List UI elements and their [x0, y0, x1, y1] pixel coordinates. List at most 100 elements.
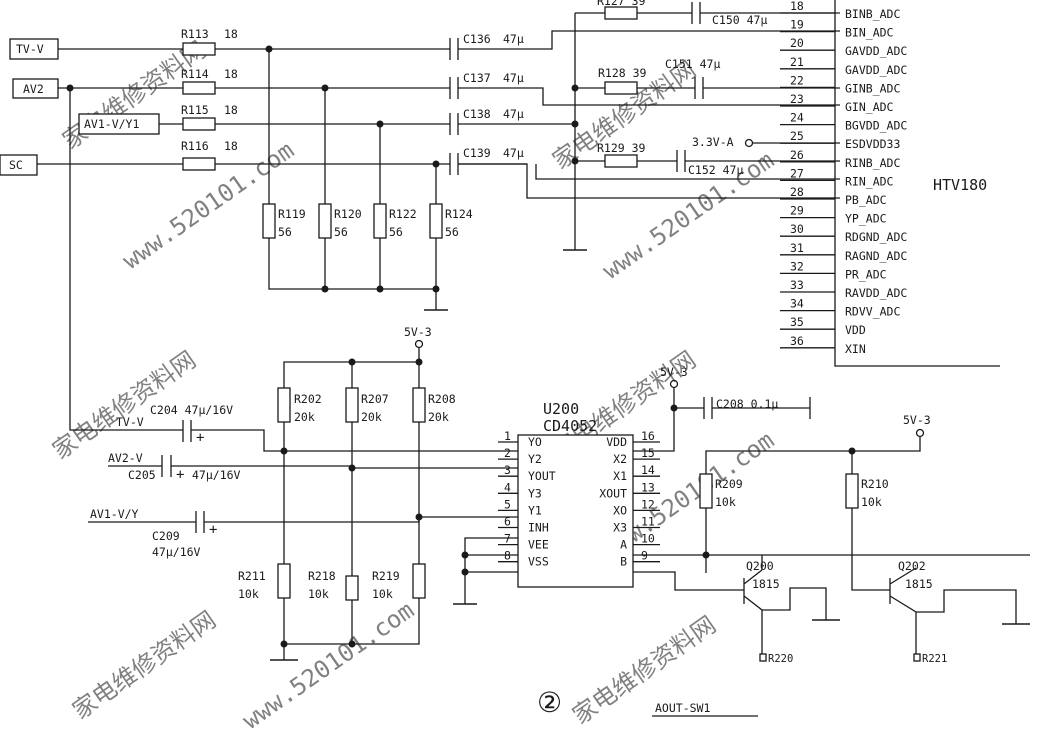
- svg-text:+: +: [209, 522, 217, 538]
- input-sc: SC: [9, 158, 23, 172]
- u200-pin-number: 15: [641, 446, 655, 460]
- input-connectors: TV-V AV2 AV1-V/Y1 SC: [0, 38, 160, 176]
- c137-value: 47μ: [503, 71, 524, 85]
- c137-label: C137: [463, 71, 491, 85]
- page-marker: ②: [537, 686, 562, 719]
- c138-label: C138: [463, 107, 491, 121]
- htv180-pin-number: 18: [790, 0, 804, 13]
- c205-value: 47μ/16V: [192, 468, 241, 482]
- htv180-pin-name: RINB_ADC: [845, 156, 900, 170]
- r114-label: R114: [181, 67, 209, 81]
- u200-pin-number: 4: [504, 480, 511, 494]
- input-av1-v-y1: AV1-V/Y1: [84, 117, 139, 131]
- c152-label: C152 47μ: [688, 163, 743, 177]
- r120-label: R120: [334, 207, 362, 221]
- c136-value: 47μ: [503, 32, 524, 46]
- c136-label: C136: [463, 32, 491, 46]
- r120-value: 56: [334, 225, 348, 239]
- u200-part: CD4052: [543, 417, 597, 435]
- r124-label: R124: [445, 207, 473, 221]
- htv180-pin-name: PB_ADC: [845, 193, 887, 207]
- u200-pin-name: VSS: [528, 555, 549, 569]
- u200-pin-number: 16: [641, 429, 655, 443]
- htv180-pin-name: GIN_ADC: [845, 100, 894, 114]
- u200-pin-number: 13: [641, 480, 655, 494]
- c151-label: C151 47μ: [665, 57, 720, 71]
- av2-down-wire: [69, 88, 178, 431]
- htv180-pin-number: 30: [790, 222, 804, 236]
- r119-label: R119: [278, 207, 306, 221]
- r114-value: 18: [224, 67, 238, 81]
- q202-ref: Q202: [898, 559, 926, 573]
- htv180-pin-name: BINB_ADC: [845, 7, 900, 21]
- u200-pin-name: X2: [613, 452, 627, 466]
- lower-input-caps: + C204 47μ/16V TV-V + AV2-V C205 47μ/16V…: [88, 403, 518, 559]
- r218-value: 10k: [308, 587, 329, 601]
- u200-pin-name: YO: [528, 435, 542, 449]
- aout-sw1-label: AOUT-SW1: [655, 701, 710, 715]
- input-tv-v: TV-V: [16, 42, 44, 56]
- u200-pin-name: YOUT: [528, 469, 556, 483]
- supply-3v3a: 3.3V-A: [692, 135, 734, 149]
- r219-value: 10k: [372, 587, 393, 601]
- watermark-cn: 家电维修资料网: [67, 606, 221, 725]
- u200-pin-name: VDD: [606, 435, 627, 449]
- u200-pin-number: 3: [504, 463, 511, 477]
- lower-av1-v-y: AV1-V/Y: [90, 507, 139, 521]
- r219-label: R219: [372, 569, 400, 583]
- htv180-pin-number: 21: [790, 55, 804, 69]
- pullup-network: 5V-3 R202 20k R207 20k R208 20k R211 10k…: [238, 325, 456, 661]
- u200-pin-name: INH: [528, 521, 549, 535]
- htv180-name: HTV180: [933, 176, 987, 194]
- r127-label: R127 39: [597, 0, 646, 8]
- u200-pin-name: X1: [613, 469, 627, 483]
- r209-label: R209: [715, 477, 743, 491]
- r210-value: 10k: [861, 495, 882, 509]
- r208-value: 20k: [428, 410, 449, 424]
- u200-pin-number: 5: [504, 497, 511, 511]
- htv180-pin-name: GINB_ADC: [845, 81, 900, 95]
- r122-value: 56: [389, 225, 403, 239]
- r128-label: R128 39: [598, 66, 647, 80]
- htv180-pin-number: 29: [790, 204, 804, 218]
- r208-label: R208: [428, 392, 456, 406]
- u200-pin-number: 12: [641, 497, 655, 511]
- htv180-pin-name: RAGND_ADC: [845, 249, 907, 263]
- r119-value: 56: [278, 225, 292, 239]
- r129-label: R129 39: [597, 141, 646, 155]
- supply-5v3-mid: 5V-3: [660, 365, 688, 379]
- htv180-pin-number: 36: [790, 334, 804, 348]
- u200-pin-name: XO: [613, 503, 627, 517]
- r210-label: R210: [861, 477, 889, 491]
- htv180-pin-number: 19: [790, 18, 804, 32]
- u200-pin-number: 11: [641, 515, 655, 529]
- r116-label: R116: [181, 139, 209, 153]
- c139-value: 47μ: [503, 146, 524, 160]
- u200-pin-number: 1: [504, 429, 511, 443]
- u200-pin-name: VEE: [528, 538, 549, 552]
- htv180-pin-number: 22: [790, 73, 804, 87]
- c209-label: C209: [152, 529, 180, 543]
- input-resistors: R113 18 R114 18 R115 18 R116 18: [181, 27, 238, 171]
- r218-label: R218: [308, 569, 336, 583]
- htv180-pin-number: 33: [790, 278, 804, 292]
- r220-label: R220: [768, 653, 793, 665]
- r221-label: R221: [922, 653, 947, 665]
- r202-label: R202: [294, 392, 322, 406]
- htv180-pin-name: ESDVDD33: [845, 137, 900, 151]
- svg-text:+: +: [196, 430, 204, 446]
- htv180-pin-number: 32: [790, 259, 804, 273]
- supply-5v3-right: 5V-3: [903, 413, 931, 427]
- r116-value: 18: [224, 139, 238, 153]
- htv180-pin-name: GAVDD_ADC: [845, 44, 907, 58]
- r122-label: R122: [389, 207, 417, 221]
- htv180-pin-name: PR_ADC: [845, 267, 887, 281]
- htv180-pin-name: BGVDD_ADC: [845, 119, 907, 133]
- c209-value: 47μ/16V: [152, 545, 201, 559]
- c139-label: C139: [463, 146, 491, 160]
- r202-value: 20k: [294, 410, 315, 424]
- htv180-pin-name: RAVDD_ADC: [845, 286, 907, 300]
- r207-value: 20k: [361, 410, 382, 424]
- u200-pin-name: XOUT: [599, 486, 627, 500]
